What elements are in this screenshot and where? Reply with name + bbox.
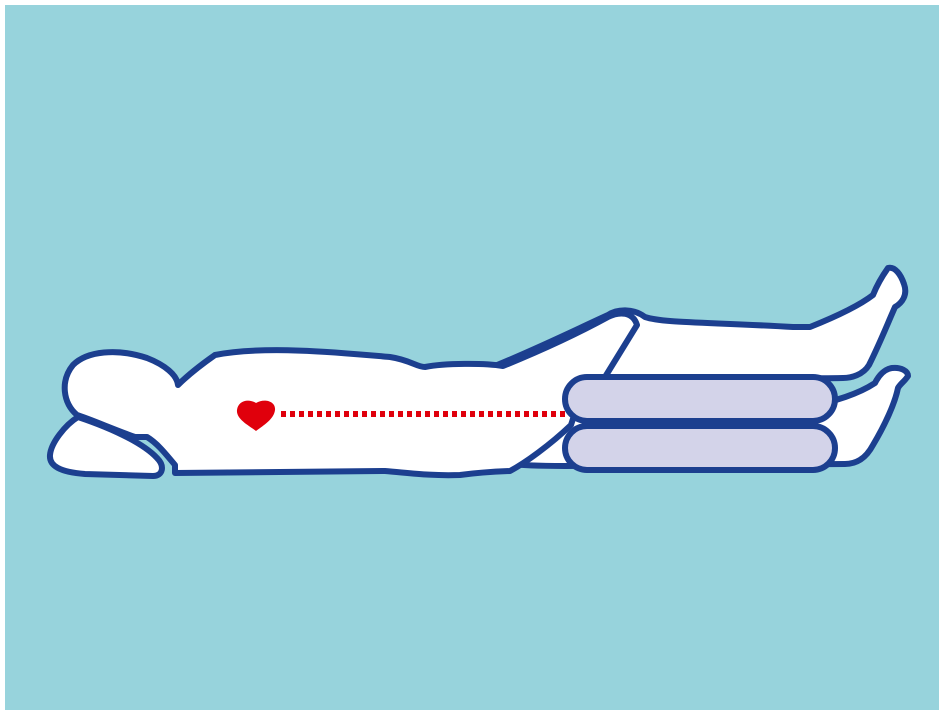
cushion-icon [565,377,835,421]
illustration-frame [5,5,939,710]
leg-elevation-illustration [5,5,939,710]
cushion-icon [565,426,835,470]
